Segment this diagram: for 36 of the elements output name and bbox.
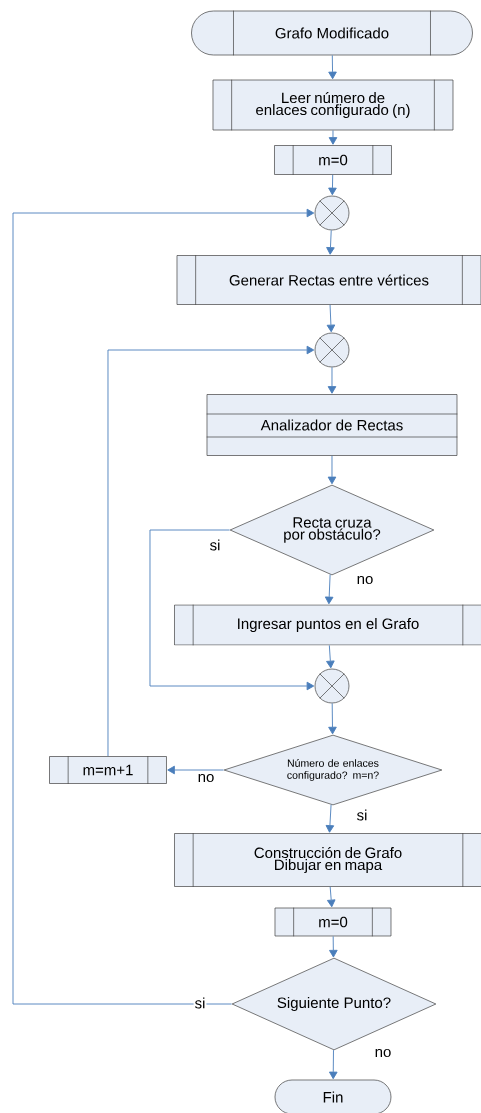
arrow (326, 886, 336, 908)
arrow (149, 529, 315, 691)
arrow (327, 455, 337, 485)
junction-circle (314, 668, 350, 704)
arrow (326, 644, 335, 669)
edge-label: si (193, 996, 207, 1010)
arrow (328, 54, 337, 80)
arrow (167, 765, 225, 775)
arrow (324, 574, 334, 605)
arrow (107, 345, 315, 757)
arrow (327, 366, 337, 394)
subprocess-box: Construcción de Grafo Dibujar en mapa (174, 832, 481, 888)
subprocess-box: m=m+1 (49, 755, 167, 785)
edge-label: si (355, 808, 369, 822)
arrow (326, 304, 336, 333)
edge-label: no (196, 772, 216, 784)
arrow (329, 1049, 338, 1080)
subprocess-box: m=0 (274, 144, 392, 176)
subprocess-box: Generar Rectas entre vértices (176, 254, 481, 306)
subprocess-box: m=0 (274, 907, 392, 937)
junction-circle (314, 195, 350, 231)
edge-label: no (355, 574, 375, 586)
subprocess-box: Leer número de enlaces configurado (n) (212, 79, 454, 131)
arrow (325, 804, 335, 833)
terminator-box: Grafo Modificado (191, 10, 473, 56)
subprocess-box: Ingresar puntos en el Grafo (174, 604, 481, 646)
junction-circle (314, 332, 350, 368)
terminator-box: Fin (274, 1079, 392, 1113)
arrow (328, 702, 337, 735)
arrow (12, 208, 315, 1005)
arrow (326, 229, 335, 255)
arrow (328, 129, 338, 145)
arrow (328, 174, 337, 196)
arrow (329, 935, 338, 958)
edge-label: si (208, 538, 222, 552)
process-box: Analizador de Rectas (206, 394, 458, 456)
